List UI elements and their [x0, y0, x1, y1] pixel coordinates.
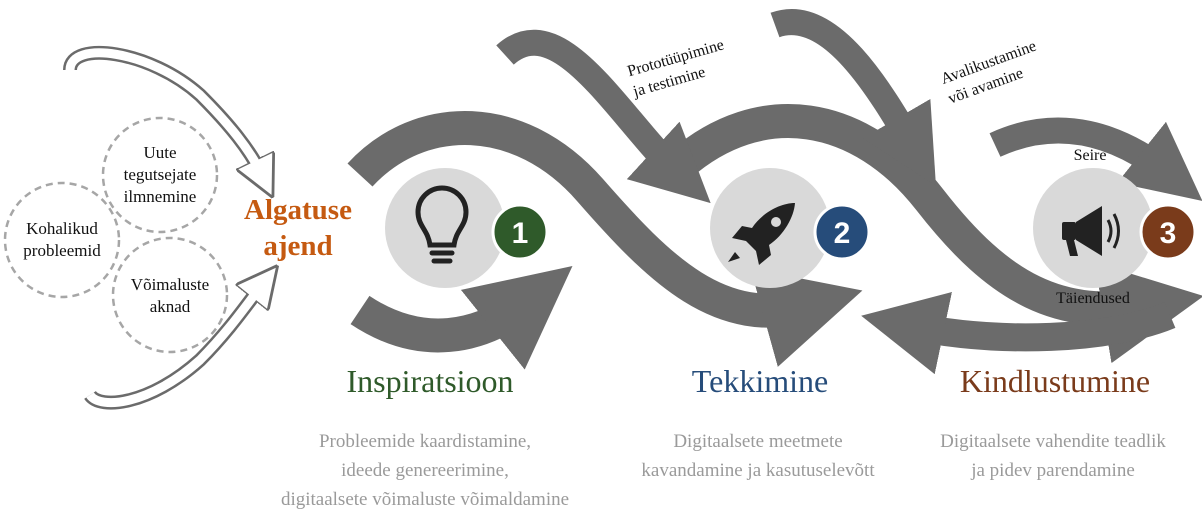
source-bubble-new-actors	[101, 116, 219, 234]
source-bubble-local-problems	[3, 181, 121, 299]
initiative-driver-label: Algatuse ajend	[244, 194, 352, 262]
source-windows-label: Võimaluste aknad	[130, 275, 210, 316]
rocket-icon	[728, 203, 795, 265]
lightbulb-icon	[415, 185, 469, 264]
phase-3-number: 3	[1160, 217, 1177, 250]
phase-1-title: Inspiratsioon	[346, 363, 514, 399]
additions-label: Täiendused	[1056, 290, 1130, 307]
source-local-problems-label: Kohalikud probleemid	[23, 219, 101, 260]
phase-2-badge	[813, 203, 871, 261]
main-wave-1	[347, 111, 863, 367]
source-bubble-windows	[111, 236, 229, 354]
phase-3-description: Digitaalsete vahendite teadlik ja pidev …	[940, 431, 1166, 481]
lower-arrow-1	[350, 266, 573, 370]
publishing-arrow	[770, 9, 936, 186]
phase-2-description: Digitaalsete meetmete kavandamine ja kas…	[641, 431, 875, 481]
top-input-arrow-inner	[65, 48, 267, 177]
phase-2-number: 2	[834, 217, 851, 250]
source-bubbles	[3, 116, 229, 354]
phase-circles: 1 2 3	[385, 168, 1197, 288]
source-new-actors-label: Uute tegutsejate ilmnemine	[123, 143, 197, 206]
flow-arrows	[347, 9, 1202, 375]
phase-3-badge	[1139, 203, 1197, 261]
main-wave-2	[668, 104, 1202, 364]
phase-1-description: Probleemide kaardistamine, ideede genere…	[280, 431, 570, 510]
monitoring-arrow	[989, 117, 1202, 201]
monitoring-label: Seire	[1073, 147, 1107, 164]
phase-1-circle	[385, 168, 505, 288]
input-arrows	[63, 45, 267, 410]
phase-3-title: Kindlustumine	[959, 363, 1151, 399]
phase-1-number: 1	[512, 217, 529, 250]
prototyping-arrow	[496, 29, 711, 204]
bottom-input-arrow-inner	[86, 282, 266, 408]
phase-1-badge	[491, 203, 549, 261]
feedback-arrow	[861, 291, 1176, 375]
megaphone-icon	[1062, 206, 1120, 256]
phase-2-title: Tekkimine	[691, 363, 829, 399]
